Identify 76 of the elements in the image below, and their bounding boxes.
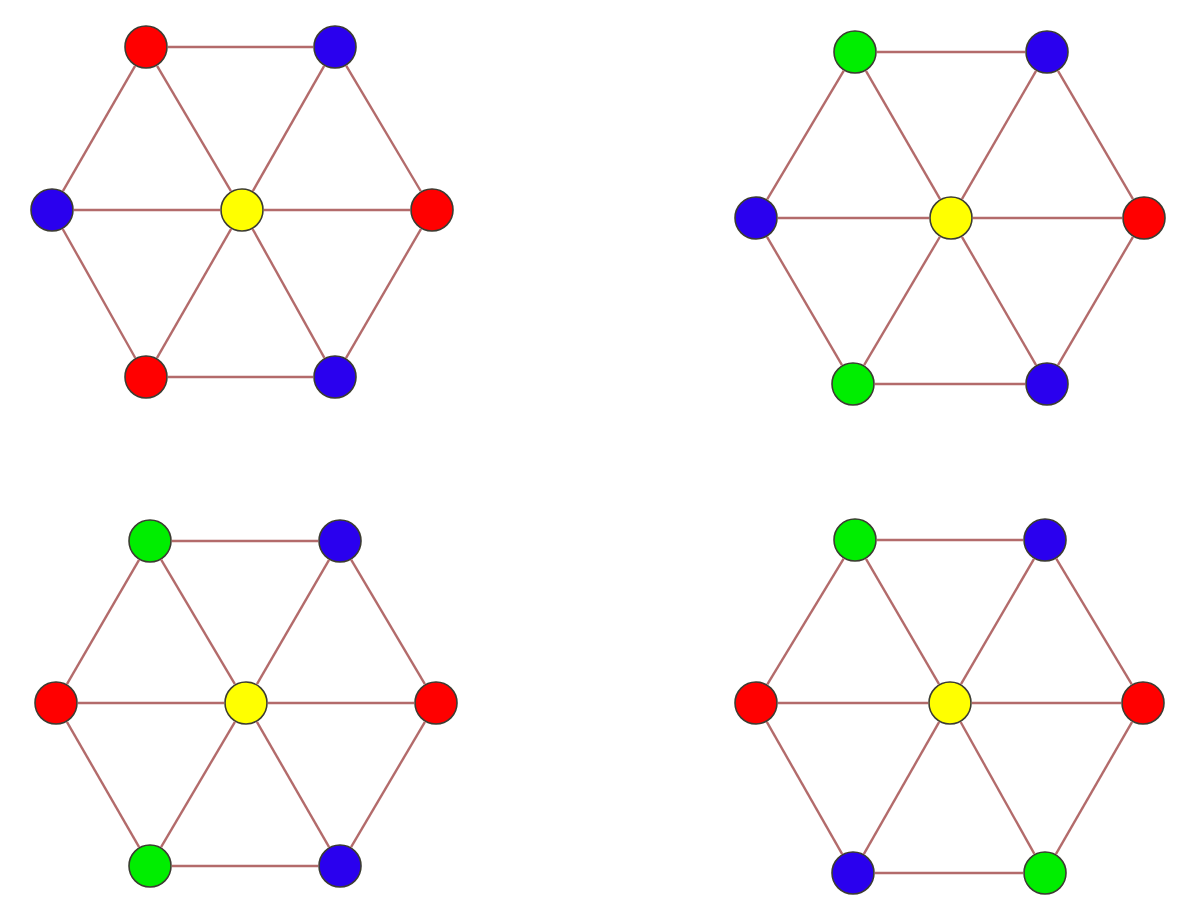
graph-edge bbox=[863, 236, 941, 366]
vertex-circle bbox=[318, 844, 362, 888]
graph-edge bbox=[876, 538, 1024, 542]
graph-edge bbox=[864, 70, 942, 200]
graph-edge bbox=[862, 721, 941, 855]
vertex-circle bbox=[929, 196, 973, 240]
vertex-circle bbox=[313, 355, 357, 399]
graph-edge bbox=[160, 721, 236, 848]
graph-edge bbox=[972, 216, 1123, 220]
graph-edge bbox=[345, 65, 422, 192]
vertex-circle bbox=[831, 851, 875, 895]
graph-edge bbox=[251, 228, 326, 359]
graph-edge bbox=[971, 701, 1122, 705]
graph-edge bbox=[1056, 236, 1135, 366]
vertex-circle bbox=[410, 188, 454, 232]
graph-edge bbox=[959, 721, 1036, 855]
vertex-circle bbox=[124, 25, 168, 69]
graph-edge bbox=[777, 701, 929, 705]
graph-edge bbox=[156, 65, 232, 192]
vertex-circle bbox=[831, 362, 875, 406]
graph-edge bbox=[874, 382, 1026, 386]
graph-edge bbox=[155, 228, 233, 359]
vertex-circle bbox=[224, 681, 268, 725]
vertex-circle bbox=[414, 681, 458, 725]
vertex-circle bbox=[734, 196, 778, 240]
vertex-circle bbox=[1025, 30, 1069, 74]
graph-edge bbox=[171, 864, 319, 868]
vertex-circle bbox=[1025, 362, 1069, 406]
graph-edge bbox=[766, 558, 845, 685]
vertex-circle bbox=[313, 25, 357, 69]
graph-edge bbox=[61, 228, 137, 359]
vertex-circle bbox=[30, 188, 74, 232]
graph-edge bbox=[251, 65, 326, 192]
graph-edge bbox=[77, 701, 225, 705]
vertex-circle bbox=[833, 518, 877, 562]
graph-edge bbox=[344, 228, 423, 359]
graph-edge bbox=[167, 375, 314, 379]
vertex-circle bbox=[128, 844, 172, 888]
graph-edge bbox=[350, 721, 426, 848]
vertex-circle bbox=[734, 681, 778, 725]
graph-edge bbox=[765, 236, 844, 366]
graph-edge bbox=[263, 208, 411, 212]
graph-edge bbox=[167, 45, 314, 49]
graph-edge bbox=[255, 559, 331, 685]
vertex-circle bbox=[1122, 196, 1166, 240]
vertex-circle bbox=[128, 519, 172, 563]
vertex-circle bbox=[833, 30, 877, 74]
vertex-circle bbox=[1023, 851, 1067, 895]
vertex-circle bbox=[220, 188, 264, 232]
graph-edge bbox=[1056, 70, 1135, 200]
graph-edge bbox=[765, 721, 844, 855]
vertex-circle bbox=[318, 519, 362, 563]
graph-edge bbox=[350, 559, 426, 685]
vertex-circle bbox=[1121, 681, 1165, 725]
graph-edge bbox=[255, 721, 331, 848]
vertex-circle bbox=[1023, 518, 1067, 562]
graph-edge bbox=[73, 208, 221, 212]
vertex-circle bbox=[34, 681, 78, 725]
graph-edge bbox=[65, 559, 141, 685]
vertex-circle bbox=[124, 355, 168, 399]
graph-edge bbox=[960, 236, 1038, 366]
graph-edge bbox=[960, 70, 1038, 200]
graph-edge bbox=[959, 558, 1036, 685]
graph-edge bbox=[864, 558, 941, 685]
graph-edge bbox=[777, 216, 930, 220]
graph-edge bbox=[766, 70, 845, 200]
graph-edge bbox=[874, 871, 1024, 875]
graph-edge bbox=[65, 721, 141, 848]
graph-edge bbox=[160, 559, 236, 685]
vertex-circle bbox=[928, 681, 972, 725]
graph-edge bbox=[61, 65, 137, 192]
graph-edge bbox=[267, 701, 415, 705]
graph-edge bbox=[1054, 721, 1134, 855]
graph-edge bbox=[876, 50, 1026, 54]
graph-edge bbox=[1055, 558, 1133, 685]
graph-edge bbox=[171, 539, 319, 543]
